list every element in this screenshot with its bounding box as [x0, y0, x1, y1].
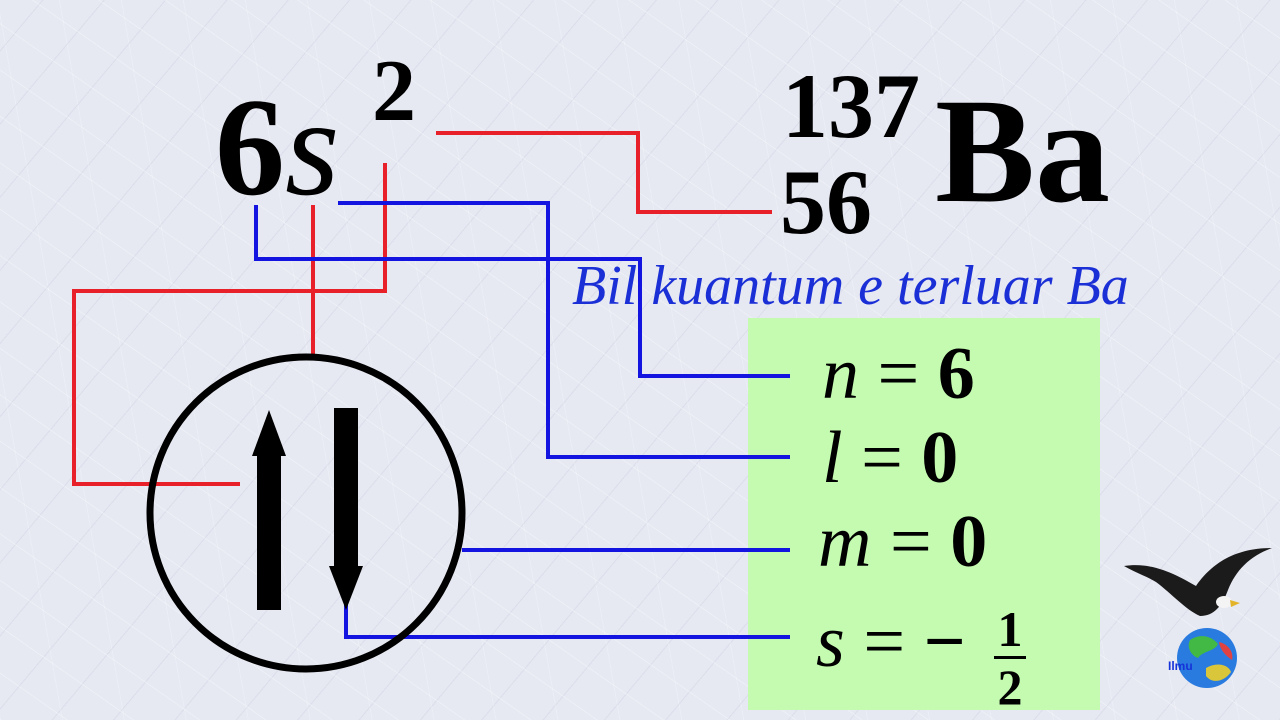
spin-up-arrow-icon — [252, 410, 286, 610]
logo-text: Ilmu — [1168, 659, 1193, 673]
quantum-number-s: s = − — [816, 602, 966, 682]
mass-number: 137 — [782, 55, 920, 157]
electron-configuration: 6s — [215, 78, 339, 218]
element-symbol: Ba — [935, 68, 1111, 234]
qn-n-symbol: n — [822, 333, 859, 415]
atomic-number: 56 — [780, 151, 872, 253]
qn-l-symbol: l — [822, 417, 843, 499]
qn-l-equals: = — [842, 417, 922, 499]
spin-fraction-numerator: 1 — [997, 601, 1023, 657]
qn-m-value: 0 — [950, 501, 988, 583]
red-line-exponent-to-atomic-number — [436, 131, 772, 214]
qn-m-symbol: m — [818, 501, 872, 583]
red-line-exponent-to-up-arrow — [72, 163, 387, 486]
globe-icon — [1177, 628, 1237, 688]
qn-s-equals: = — [844, 601, 924, 683]
quantum-number-box — [748, 318, 1100, 710]
qn-n-value: 6 — [937, 333, 975, 415]
spin-fraction: 1 2 — [994, 601, 1026, 712]
config-orbital: s — [285, 70, 340, 225]
fraction-bar — [994, 656, 1026, 659]
orbital-circle — [146, 353, 466, 673]
qn-s-symbol: s — [816, 601, 845, 683]
blue-line-orbital-to-l — [338, 201, 790, 459]
eagle-icon — [1124, 548, 1272, 616]
heading-text: Bil kuantum e terluar Ba — [572, 255, 1129, 317]
spin-fraction-denominator: 2 — [997, 659, 1023, 715]
qn-l-value: 0 — [921, 417, 959, 499]
blue-line-shell-to-n — [254, 205, 790, 378]
quantum-number-n: n = 6 — [822, 334, 975, 414]
qn-n-equals: = — [859, 333, 938, 415]
quantum-number-l: l = 0 — [822, 418, 958, 498]
spin-down-arrow-icon — [329, 408, 363, 610]
config-electrons-exponent: 2 — [372, 43, 416, 140]
qn-s-sign: − — [923, 601, 966, 683]
config-shell: 6 — [215, 70, 285, 225]
qn-m-equals: = — [871, 501, 951, 583]
quantum-number-m: m = 0 — [818, 502, 987, 582]
